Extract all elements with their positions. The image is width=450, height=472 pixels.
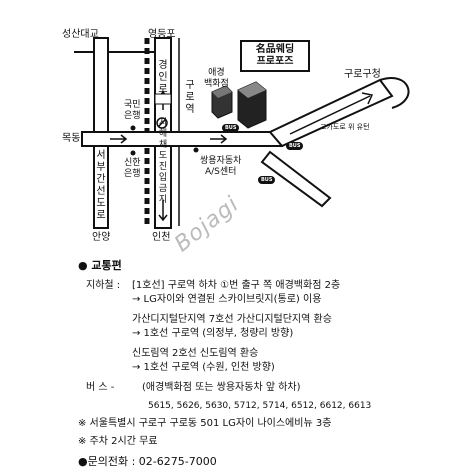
aekyung-building-icon (211, 85, 233, 119)
aekyung-dept-label: 애경 백화점 (204, 68, 229, 89)
seongsan-bridge-label: 성산대교 (62, 29, 99, 40)
u-turn-road (379, 77, 410, 109)
parking-note: ※ 주차 2시간 무료 (78, 436, 158, 447)
arrow-right-icon (110, 134, 128, 144)
location-map: 성산대교 영등포 목동 안양 인천 구로구청 애경 백화점 국민 은행 신한 은… (62, 29, 410, 257)
yeongdeungpo-label: 영등포 (148, 29, 176, 40)
contact-phone: ●문의전화 : 02-6275-7000 (78, 455, 217, 468)
subway-station-icon-slash (157, 118, 167, 128)
ssangyong-service-label: 쌍용자동차 A/S센터 (200, 156, 242, 177)
brand-line-2: 프로포즈 (256, 56, 294, 67)
shinhan-bank-label: 신한 은행 (124, 158, 141, 179)
arrow-right-icon (210, 134, 228, 144)
bus-stop-badge: BUS (286, 142, 304, 150)
overpass-uturn-label: 고가도로 위 유턴 (320, 123, 370, 131)
bus-description: (애경백화점 또는 쌍용자동차 앞 하차) (142, 382, 301, 393)
bus-label: 버 스 - (86, 382, 115, 393)
subway-line-1: [1호선] 구로역 하차 ①번 출구 쪽 애경백화점 2층 (132, 280, 341, 291)
guro-gucheong-label: 구로구청 (344, 69, 381, 80)
mokdong-label: 목동 (62, 133, 81, 144)
anyang-label: 안양 (92, 232, 111, 243)
digital-transfer-line-2: → 1호선 구로역 (의정부, 청량리 방향) (132, 328, 294, 339)
arrow-down-icon (158, 200, 168, 222)
diagonal-road-southeast (260, 150, 332, 208)
bus-stop-badge: BUS (222, 124, 240, 132)
diagonal-route-line (289, 95, 371, 135)
underpass-no-entry-label: 지해채도진입금지 (158, 118, 168, 205)
address-text: ※ 서울특별시 구로구 구로동 501 LG자이 나이스에비뉴 3층 (78, 418, 332, 429)
ssangyong-dot (193, 147, 199, 153)
diagonal-road-gurogucheong (268, 78, 394, 148)
digital-transfer-line-1: 가산디지털단지역 7호선 가산디지털단지역 환승 (132, 314, 332, 325)
propose-building-icon (237, 81, 267, 129)
bus-stop-badge: BUS (258, 176, 276, 184)
bus-route-numbers: 5615, 5626, 5630, 5712, 5714, 6512, 6612… (148, 401, 372, 411)
map-roads (74, 37, 410, 229)
propose-brand-box: 名品웨딩 프로포즈 (240, 40, 310, 72)
kookmin-bank-label: 국민 은행 (124, 100, 141, 121)
gyeongin-ro-label: 경인로 (158, 60, 168, 95)
kookmin-bank-dot (130, 125, 136, 131)
brand-line-1: 名品웨딩 (255, 44, 295, 55)
subway-label: 지하철 : (86, 280, 121, 291)
seobu-expressway-label: 서부간선도로 (96, 150, 106, 221)
arrow-up-right-icon (361, 92, 374, 105)
sindorim-transfer-line-2: → 1호선 구로역 (수원, 인천 방향) (132, 362, 275, 373)
subway-line-2: → LG자이와 연결된 스카이브릿지(통로) 이용 (132, 294, 322, 305)
road-marking (154, 93, 172, 105)
sindorim-transfer-line-1: 신도림역 2호선 신도림역 환승 (132, 348, 259, 359)
guro-station-label: 구로역 (185, 80, 195, 115)
transport-section-title: ● 교통편 (78, 259, 122, 272)
shinhan-bank-dot (130, 150, 136, 156)
incheon-label: 인천 (152, 232, 171, 243)
